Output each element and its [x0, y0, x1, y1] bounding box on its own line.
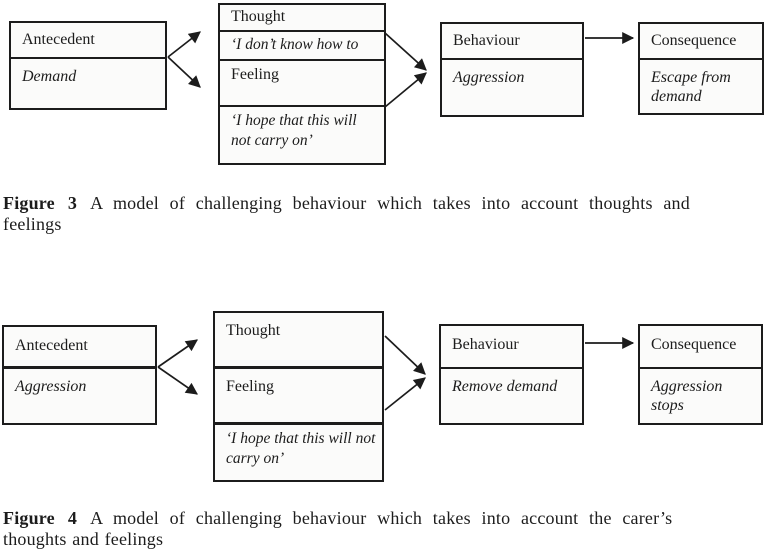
figure3-arrow-antecedent-to-thought: [167, 31, 201, 58]
figure3-arrow-feeling-to-behaviour: [384, 72, 427, 108]
figure4-antecedent-value: Aggression: [15, 378, 87, 395]
figure4-caption-label: Figure: [3, 508, 55, 528]
figure4-arrow-antecedent-to-thought: [157, 339, 198, 368]
figure3-arrow-antecedent-to-feeling: [167, 56, 201, 88]
figure3-feeling-quote: ‘I hope that this will not carry on’: [231, 112, 357, 149]
figure4-caption-number: 4: [67, 508, 78, 528]
figure3-antecedent-label: Antecedent: [11, 23, 165, 59]
figure4-behaviour-value: Remove demand: [452, 378, 558, 395]
figure4-arrow-antecedent-to-feeling: [157, 366, 198, 395]
figure3-consequence-box: Consequence Escape from demand: [638, 22, 764, 115]
figure4-behaviour-box: Behaviour Remove demand: [439, 324, 584, 425]
figure4-feeling-label: Feeling: [215, 369, 382, 425]
figure4-consequence-box: Consequence Aggression stops: [638, 324, 763, 425]
figure3-feeling-label: Feeling: [220, 61, 384, 107]
figure3-caption: Figure 3 A model of challenging behaviour …: [3, 193, 767, 235]
figure3-arrow-thought-to-behaviour: [384, 32, 427, 71]
figure4-arrow-feeling-to-behaviour: [384, 377, 426, 411]
figure3-caption-line2: feelings: [3, 214, 62, 234]
figure4-consequence-value: Aggression stops: [651, 378, 723, 414]
figure3-thought-quote: ‘I don’t know how to: [220, 32, 384, 61]
figure3-antecedent-box: Antecedent Demand: [9, 21, 167, 110]
figure3-caption-label: Figure: [3, 193, 55, 213]
figure3-thought-feeling-box: Thought ‘I don’t know how to Feeling ‘I …: [218, 3, 386, 165]
figure3-caption-number: 3: [67, 193, 78, 213]
figure4-arrow-thought-to-behaviour: [384, 335, 426, 375]
figure3-thought-label: Thought: [220, 5, 384, 32]
figure4-caption-line2: thoughts and feelings: [3, 529, 164, 549]
figure4-thought-label: Thought: [215, 313, 382, 369]
figure4-behaviour-label: Behaviour: [441, 326, 582, 369]
figure4-consequence-label: Consequence: [640, 326, 761, 369]
figure3-behaviour-label: Behaviour: [442, 24, 582, 60]
figure4-feeling-quote: ‘I hope that this will not carry on’: [226, 430, 376, 467]
figure3-consequence-value: Escape from demand: [651, 69, 731, 105]
figure3-behaviour-box: Behaviour Aggression: [440, 22, 584, 117]
figure3-caption-line1: A model of challenging behaviour which t…: [90, 193, 690, 213]
figure4-caption-line1: A model of challenging behaviour which t…: [90, 508, 673, 528]
figure3-consequence-label: Consequence: [640, 24, 762, 60]
figure4-caption: Figure 4 A model of challenging behaviour …: [3, 508, 767, 550]
figure4-antecedent-box: Antecedent Aggression: [2, 325, 157, 425]
figure3-antecedent-value: Demand: [22, 68, 77, 85]
figure3-behaviour-value: Aggression: [453, 69, 525, 86]
figure4-thought-feeling-box: Thought Feeling ‘I hope that this will n…: [213, 311, 384, 482]
figure4-antecedent-label: Antecedent: [4, 327, 155, 369]
